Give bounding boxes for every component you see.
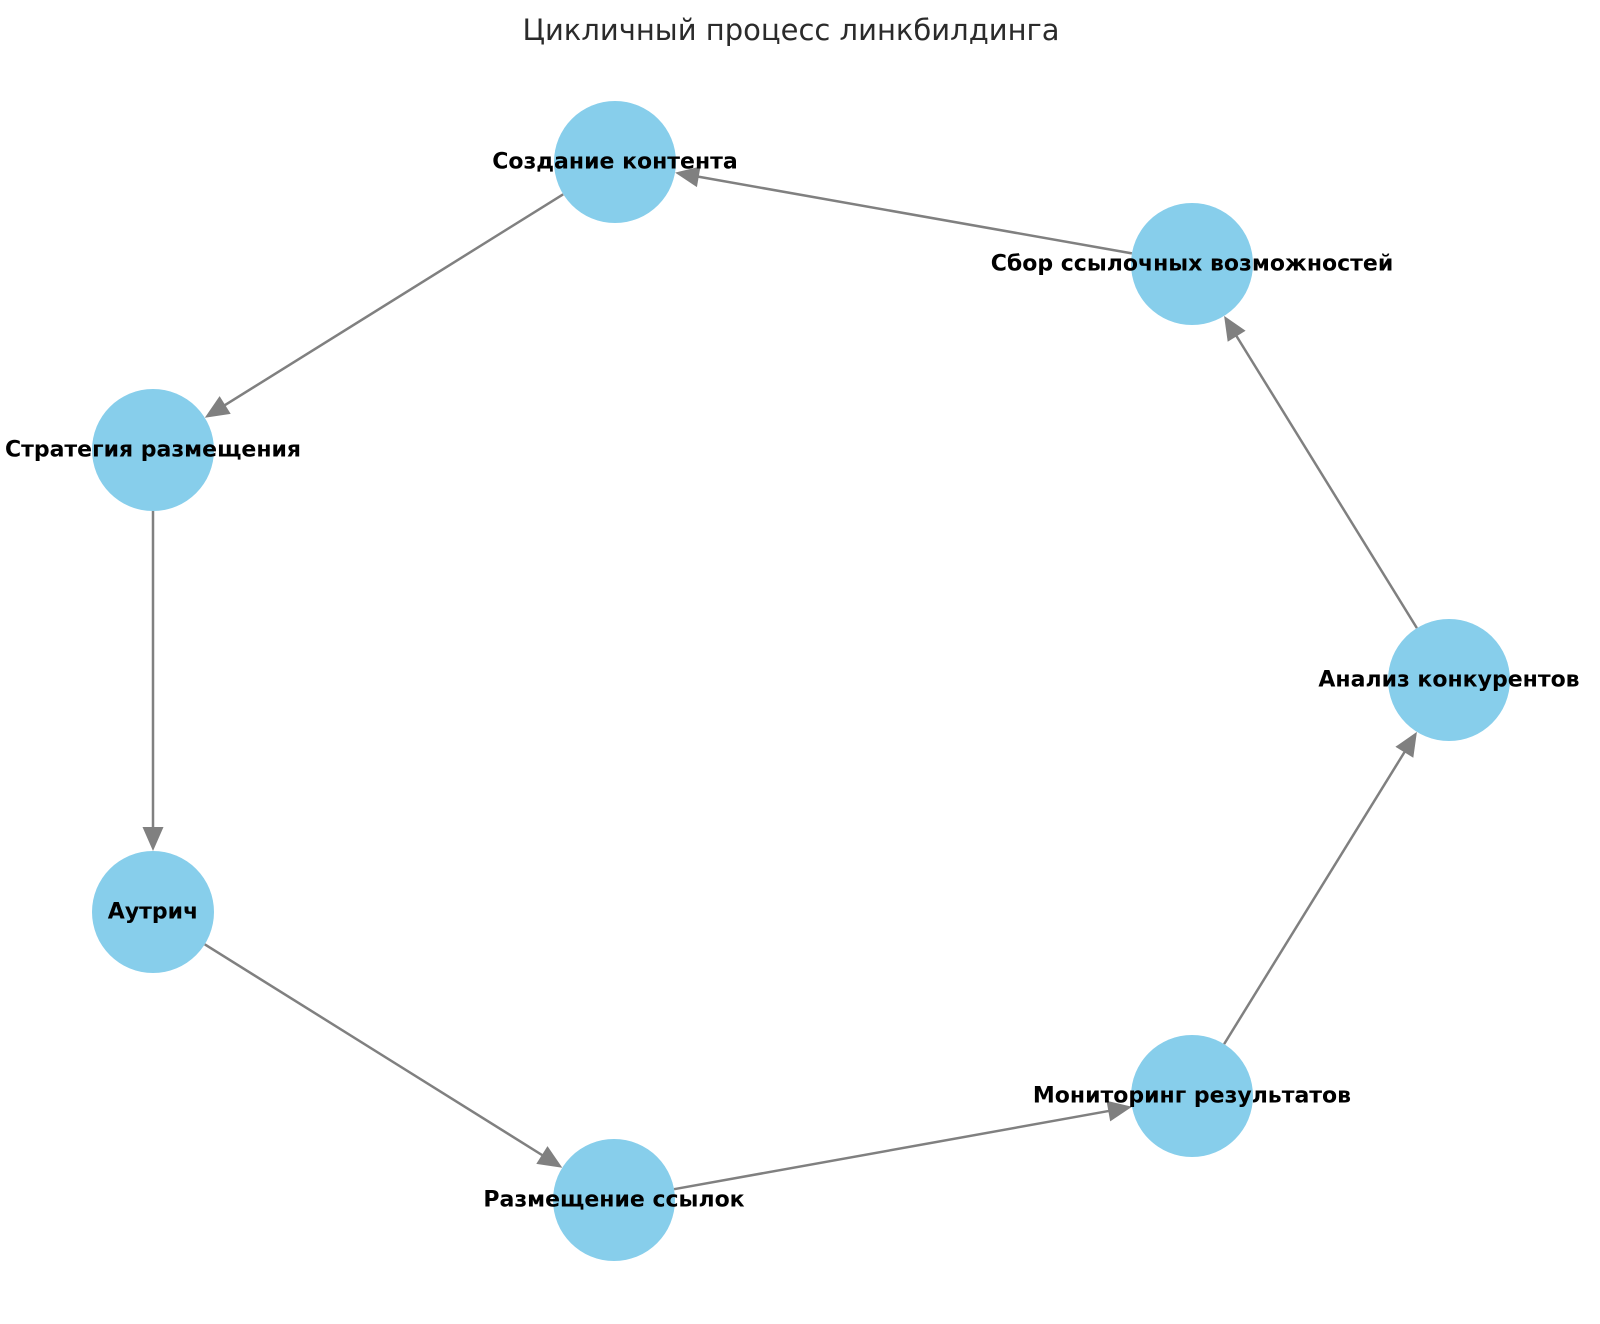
edge-link-placement-to-results-monitoring [673, 1109, 1111, 1191]
edge-arrowhead-icon [1395, 731, 1417, 758]
edge-competitor-analysis-to-link-opportunities [1234, 333, 1418, 629]
node-circle-link-opportunities [1131, 203, 1253, 325]
edge-arrowhead-icon [1224, 315, 1246, 342]
node-label-content-creation: Создание контента [492, 149, 738, 175]
node-circle-placement-strategy [92, 389, 214, 511]
edge-outreach-to-link-placement [204, 943, 545, 1158]
edge-content-creation-to-placement-strategy [222, 193, 564, 408]
edge-arrowhead-icon [536, 1146, 563, 1168]
node-label-link-opportunities: Сбор ссылочных возможностей [990, 251, 1394, 277]
node-label-results-monitoring: Мониторинг результатов [1032, 1083, 1352, 1109]
node-label-placement-strategy: Стратегия размещения [4, 437, 302, 463]
edge-arrowhead-icon [675, 166, 701, 188]
edge-results-monitoring-to-competitor-analysis [1223, 749, 1407, 1045]
node-label-link-placement: Размещение ссылок [483, 1187, 745, 1213]
edge-arrowhead-icon [1106, 1100, 1132, 1122]
node-circle-outreach [92, 851, 214, 973]
node-circle-competitor-analysis [1388, 619, 1510, 741]
node-label-outreach: Аутрич [107, 899, 199, 925]
edge-link-opportunities-to-content-creation [696, 175, 1133, 255]
edge-arrowhead-icon [204, 396, 231, 418]
node-circle-results-monitoring [1131, 1035, 1253, 1157]
node-label-competitor-analysis: Анализ конкурентов [1318, 667, 1580, 693]
diagram-title: Цикличный процесс линкбилдинга [522, 13, 1060, 47]
node-circle-content-creation [554, 101, 676, 223]
edge-arrowhead-icon [142, 827, 164, 851]
node-circle-link-placement [553, 1139, 675, 1261]
